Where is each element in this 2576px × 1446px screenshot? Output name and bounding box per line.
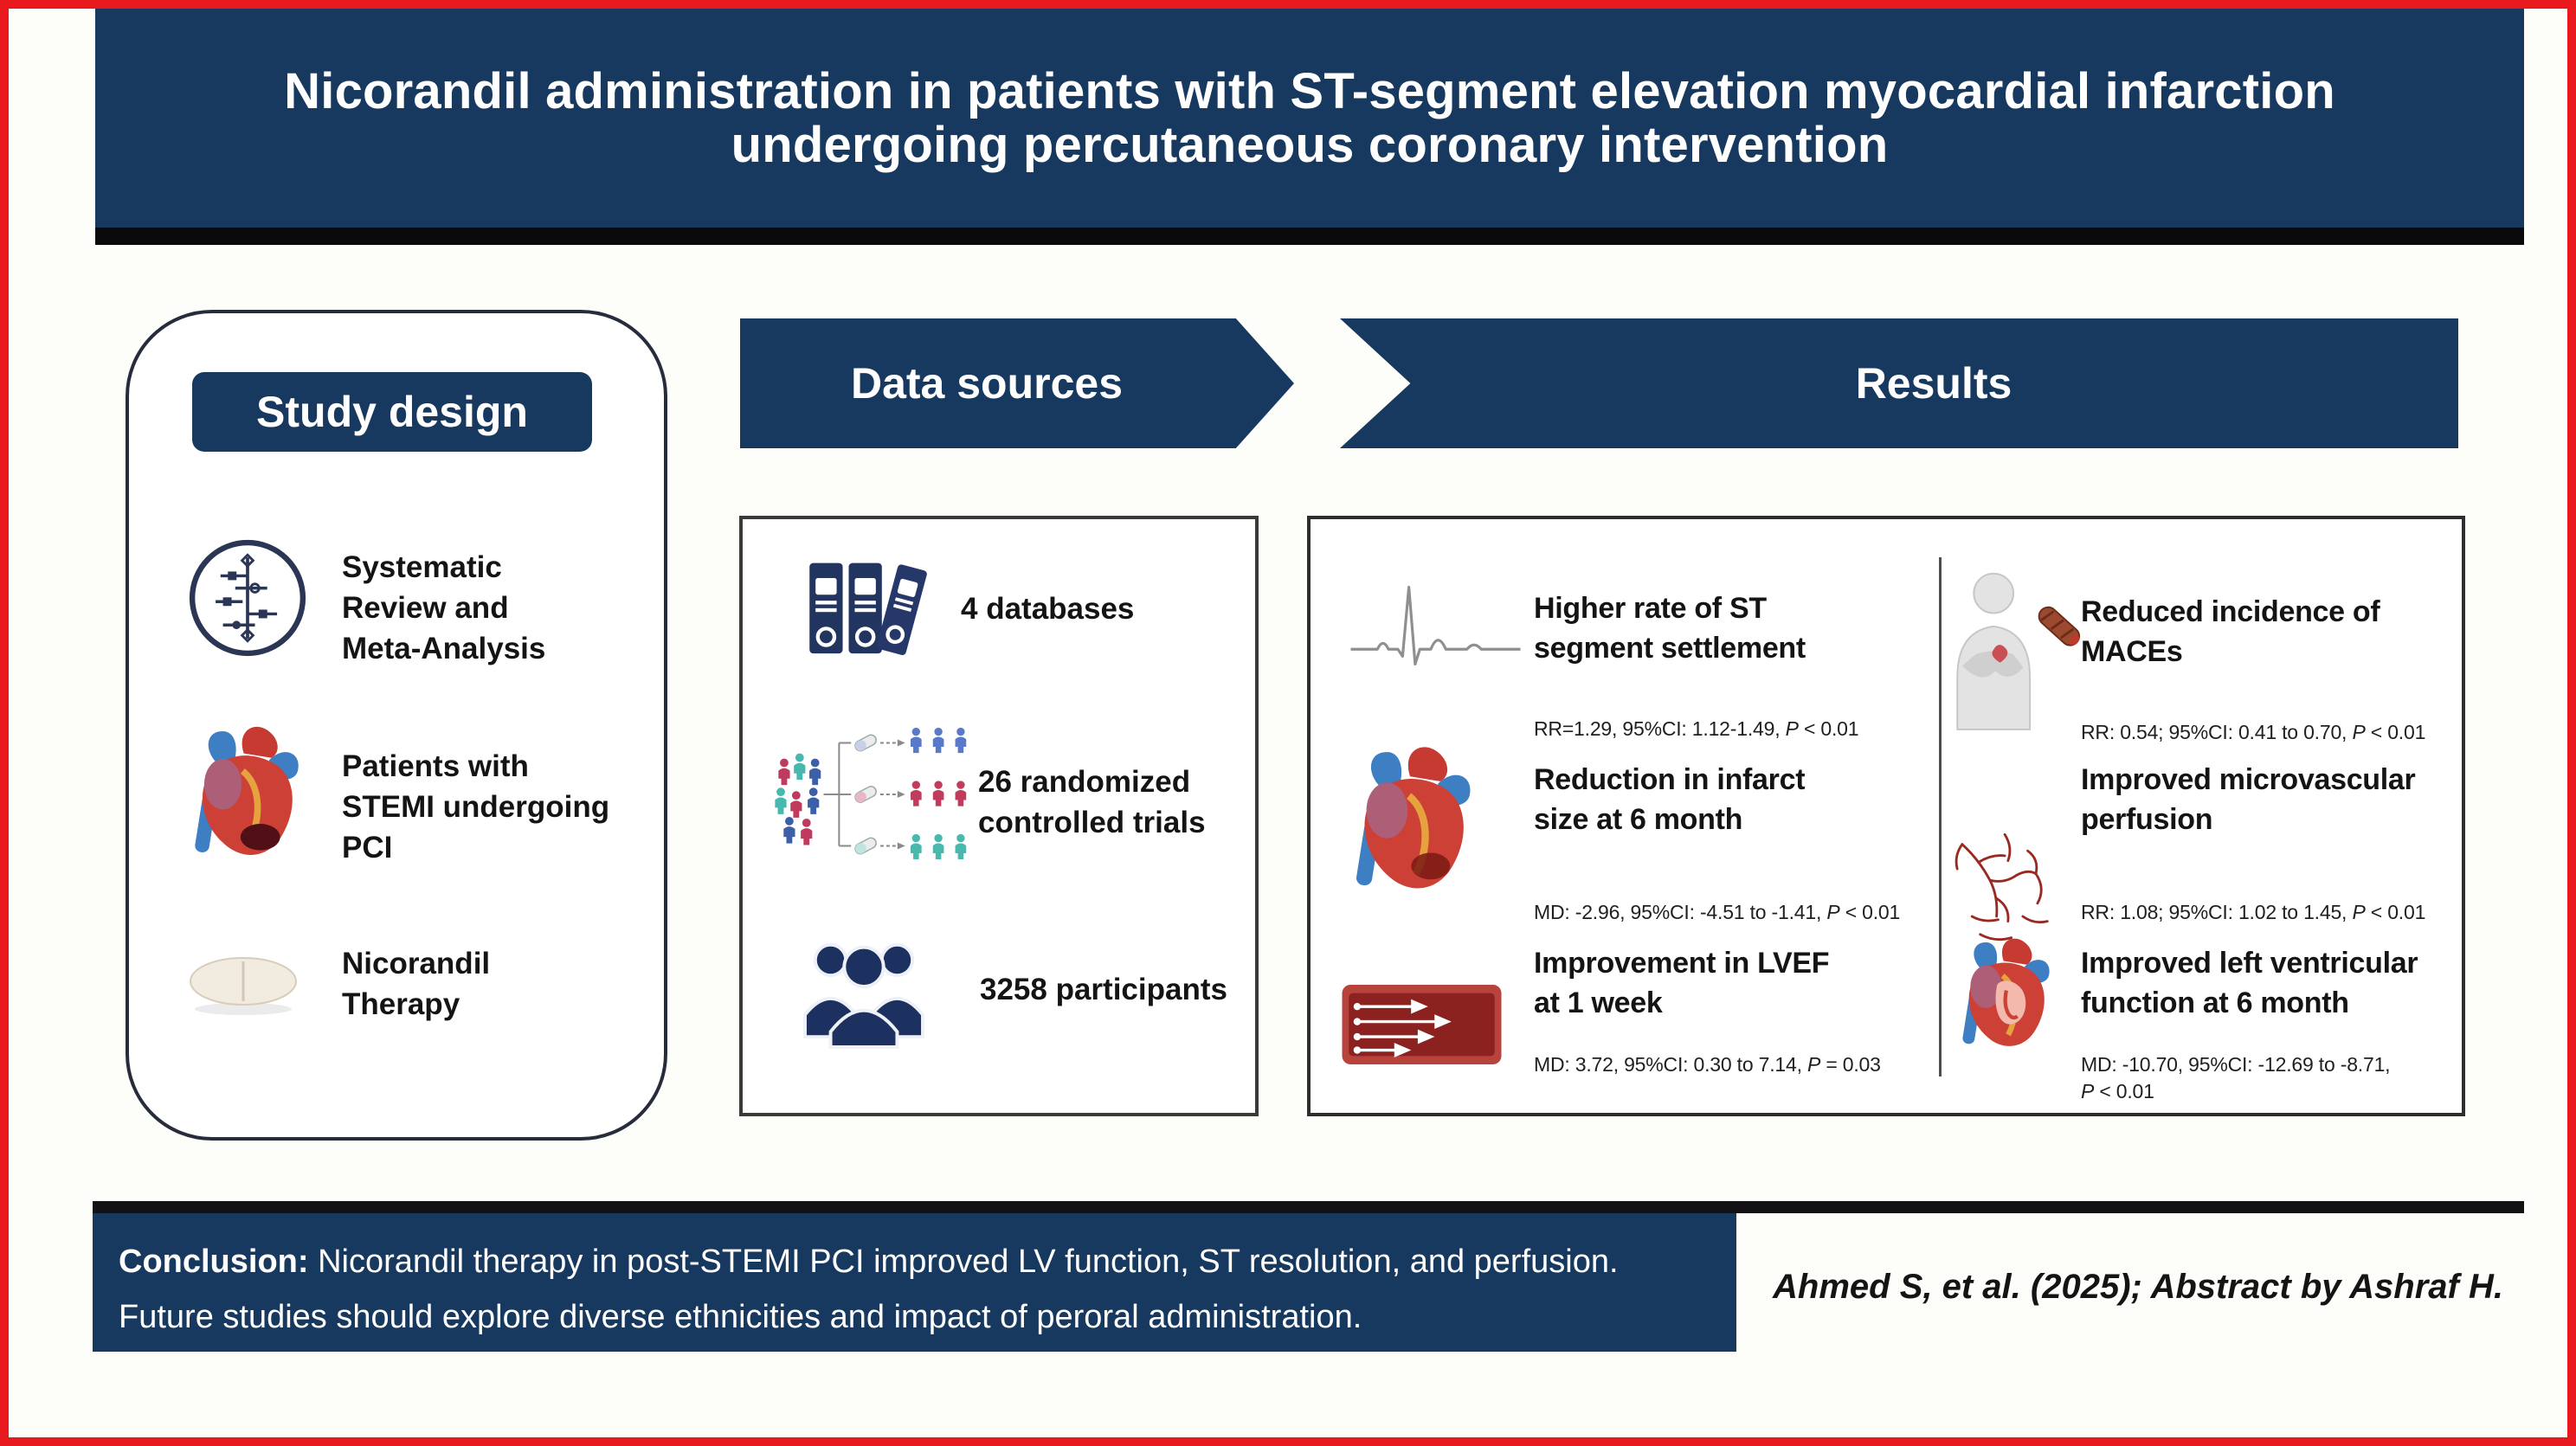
result-item-stats: RR: 0.54; 95%CI: 0.41 to 0.70, P < 0.01 — [2081, 692, 2425, 746]
results-column-divider — [1939, 557, 1942, 1076]
conclusion-line-2: Future studies should explore diverse et… — [119, 1299, 1362, 1335]
p-value: < 0.01 — [1798, 717, 1859, 740]
conclusion-text: Nicorandil therapy in post-STEMI PCI imp… — [308, 1244, 1619, 1280]
blood-flow-icon — [1342, 985, 1502, 1064]
stat-text: MD: 3.72, 95%CI: 0.30 to 7.14, — [1534, 1053, 1807, 1076]
chest-pain-person-icon — [1944, 564, 2084, 734]
result-item-title: Improved left ventricular function at 6 … — [2081, 947, 2418, 1019]
p-symbol: P — [1826, 901, 1840, 923]
result-item-title: Improvement in LVEF at 1 week — [1534, 947, 1830, 1019]
results-panel: Higher rate of ST segment settlement RR=… — [1307, 516, 2465, 1116]
p-symbol: P — [1806, 1053, 1821, 1076]
results-banner: Results — [1340, 318, 2458, 448]
conclusion-box: Conclusion: Nicorandil therapy in post-S… — [93, 1213, 1736, 1352]
result-item-stats: MD: -2.96, 95%CI: -4.51 to -1.41, P < 0.… — [1534, 872, 1900, 926]
pill-icon — [186, 954, 300, 1018]
result-item-stats: RR=1.29, 95%CI: 1.12-1.49, P < 0.01 — [1534, 689, 1859, 742]
heart-icon — [180, 718, 319, 872]
heart-section-icon — [1953, 917, 2064, 1075]
conclusion-line-1: Conclusion: Nicorandil therapy in post-S… — [119, 1234, 1736, 1289]
forest-plot-icon — [186, 537, 309, 659]
study-item-label: Patients with STEMI undergoing PCI — [342, 749, 610, 864]
ecg-icon — [1347, 575, 1524, 677]
data-source-item-label: 4 databases — [961, 592, 1135, 626]
result-item-title: Improved microvascular perfusion — [2081, 763, 2416, 836]
result-item-stats: MD: 3.72, 95%CI: 0.30 to 7.14, P = 0.03 — [1534, 1025, 1881, 1078]
stat-text: RR=1.29, 95%CI: 1.12-1.49, — [1534, 717, 1786, 740]
result-item-stats: RR: 1.08; 95%CI: 1.02 to 1.45, P < 0.01 — [2081, 872, 2425, 926]
p-value: < 0.01 — [2094, 1080, 2154, 1102]
citation: Ahmed S, et al. (2025); Abstract by Ashr… — [1773, 1268, 2503, 1306]
data-sources-header-label: Data sources — [850, 359, 1124, 408]
p-value: < 0.01 — [2365, 721, 2426, 743]
study-design-header-label: Study design — [256, 388, 528, 436]
p-symbol: P — [1785, 717, 1799, 740]
study-item-label: Systematic Review and Meta-Analysis — [342, 550, 546, 665]
stat-text: MD: -10.70, 95%CI: -12.69 to -8.71, — [2081, 1053, 2391, 1076]
p-value: < 0.01 — [1839, 901, 1901, 923]
p-symbol: P — [2352, 901, 2366, 923]
p-symbol: P — [2081, 1080, 2095, 1102]
stat-text: RR: 0.54; 95%CI: 0.41 to 0.70, — [2081, 721, 2353, 743]
binders-icon — [805, 547, 933, 668]
study-design-header: Study design — [192, 372, 592, 452]
randomization-icon — [774, 720, 980, 867]
participants-icon — [800, 929, 928, 1049]
title-banner-shadow — [95, 228, 2524, 245]
data-sources-panel: 4 databases — [739, 516, 1259, 1116]
result-item-title: Reduced incidence of MACEs — [2081, 595, 2380, 668]
data-source-item-label: 3258 participants — [980, 973, 1227, 1006]
data-sources-banner: Data sources — [740, 318, 1294, 448]
stat-text: RR: 1.08; 95%CI: 1.02 to 1.45, — [2081, 901, 2353, 923]
stat-text: MD: -2.96, 95%CI: -4.51 to -1.41, — [1534, 901, 1827, 923]
results-header-label: Results — [1855, 359, 2012, 408]
conclusion-shadow-line — [93, 1201, 2524, 1213]
result-item-stats: MD: -10.70, 95%CI: -12.69 to -8.71, P < … — [2081, 1025, 2391, 1105]
microvessels-icon — [1944, 812, 2067, 959]
heart-icon — [1343, 734, 1489, 911]
page-title: Nicorandil administration in patients wi… — [284, 62, 2335, 173]
p-symbol: P — [2352, 721, 2366, 743]
p-value: < 0.01 — [2365, 901, 2426, 923]
result-item-title: Higher rate of ST segment settlement — [1534, 592, 1806, 665]
conclusion-label: Conclusion: — [119, 1244, 309, 1280]
study-item-label: Nicorandil Therapy — [342, 947, 491, 1021]
title-banner: Nicorandil administration in patients wi… — [95, 9, 2524, 228]
result-item-title: Reduction in infarct size at 6 month — [1534, 763, 1806, 836]
data-source-item-label: 26 randomized controlled trials — [978, 765, 1206, 839]
p-value: = 0.03 — [1820, 1053, 1881, 1076]
